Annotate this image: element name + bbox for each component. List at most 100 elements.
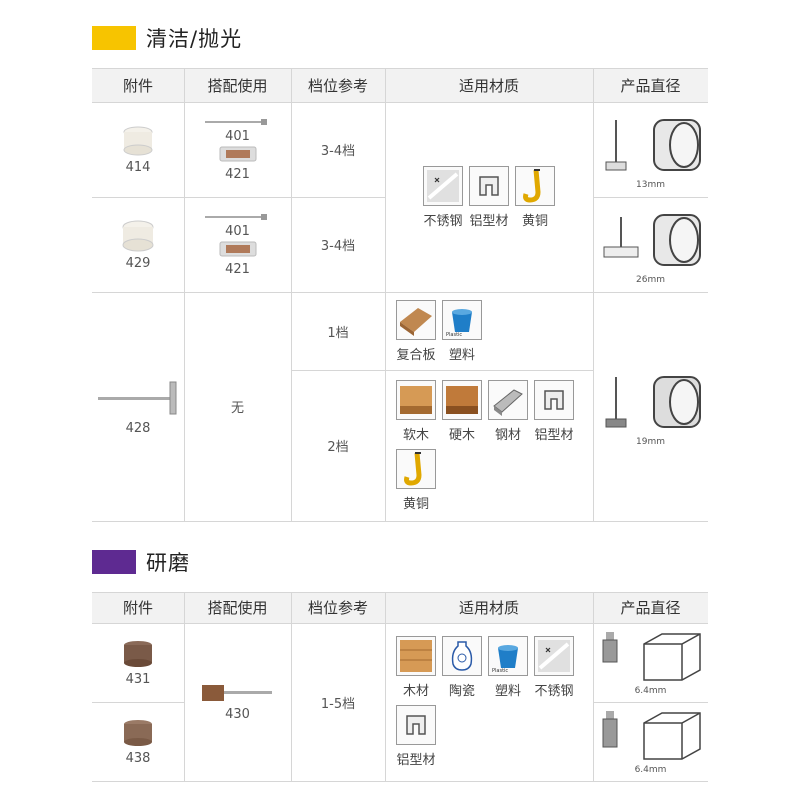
section-header-cleaning: 清洁/抛光: [92, 23, 242, 53]
mandrel-box-icon: [219, 146, 256, 161]
material-label: 不锈钢: [423, 213, 463, 229]
material-plastic-2: Plastic 塑料: [488, 636, 528, 699]
saxophone-icon: [515, 165, 555, 206]
yellow-swatch: [92, 26, 136, 50]
wood-icon: [396, 636, 436, 676]
speed-428-a: 1档: [291, 292, 385, 370]
speed-428-b: 2档: [291, 370, 385, 521]
attachment-429: 429: [92, 197, 184, 292]
aluminum-profile-icon: [469, 165, 509, 206]
attachment-431: 431: [92, 623, 184, 702]
sanding-mandrel-icon: [201, 685, 272, 701]
material-label: 铝型材: [396, 753, 436, 768]
material-label: 铝型材: [534, 427, 574, 443]
speed-value: 3-4档: [320, 144, 356, 159]
header-attachment: 附件: [92, 68, 184, 102]
drum-diameter-diagram: [602, 710, 701, 760]
diameter-label: 19mm: [636, 436, 665, 447]
felt-wheel-icon: [122, 220, 154, 251]
diameter-label: 6.4mm: [634, 764, 667, 775]
plastic-bucket-icon: Plastic: [442, 299, 482, 340]
speed-value: 1档: [327, 325, 349, 341]
material-label: 塑料: [494, 684, 521, 699]
stainless-steel-icon: [534, 636, 574, 676]
materials-428-a: 复合板 Plastic 塑料: [385, 292, 593, 370]
mandrels-414: 401 421: [184, 102, 291, 197]
materials-428-b: 软木 硬木 钢材 铝型材: [385, 370, 593, 521]
speed-429: 3-4档: [291, 197, 385, 292]
attachment-number: 431: [125, 671, 151, 687]
header-material: 适用材质: [385, 592, 593, 623]
diameter-414: 13mm: [593, 102, 708, 197]
purple-swatch: [92, 550, 136, 574]
material-label: 木材: [402, 684, 429, 699]
header-material: 适用材质: [385, 68, 593, 102]
mandrel-430: 430: [184, 623, 291, 781]
material-label: 钢材: [494, 427, 521, 443]
speed-value: 2档: [327, 440, 349, 455]
mandrel-rod-icon: [204, 213, 267, 220]
material-brass: 黄铜: [515, 165, 555, 229]
diameter-label: 6.4mm: [634, 685, 667, 696]
diameter-431: 6.4mm: [593, 623, 708, 702]
materials-grinding: 木材 陶瓷 Plastic 塑料 不锈钢: [385, 623, 593, 781]
speed-414: 3-4档: [291, 102, 385, 197]
material-softwood: 软木: [396, 379, 436, 443]
diameter-428: 19mm: [593, 292, 708, 521]
steel-icon: [488, 379, 528, 420]
material-label: 铝型材: [469, 213, 509, 229]
materials-rows-1-2: 不锈钢 铝型材 黄铜: [385, 102, 593, 292]
wire-brush-icon: [98, 381, 177, 414]
section-title: 清洁/抛光: [146, 27, 243, 51]
section-header-grinding: 研磨: [92, 547, 190, 577]
ceramic-vase-icon: [442, 636, 482, 676]
material-label: 黄铜: [402, 496, 429, 512]
diameter-429: 26mm: [593, 197, 708, 292]
material-composite: 复合板: [396, 299, 436, 363]
header-mandrel: 搭配使用: [184, 68, 291, 102]
sanding-band-icon: [124, 640, 152, 667]
speed-grinding: 1-5档: [291, 623, 385, 781]
attachment-number: 429: [125, 255, 151, 271]
diameter-label: 26mm: [636, 274, 665, 285]
sanding-band-icon: [124, 719, 152, 746]
mandrel-number: 430: [225, 707, 250, 722]
wheel-diameter-diagram: [603, 213, 701, 266]
header-diameter: 产品直径: [593, 68, 708, 102]
attachment-438: 438: [92, 702, 184, 781]
mandrel-rod-icon: [204, 118, 267, 125]
material-label: 陶瓷: [448, 684, 475, 699]
mandrels-429: 401 421: [184, 197, 291, 292]
header-diameter: 产品直径: [593, 592, 708, 623]
attachment-414: 414: [92, 102, 184, 197]
attachment-number: 428: [125, 420, 151, 436]
brush-diameter-diagram: [605, 375, 701, 428]
attachment-number: 438: [125, 750, 151, 766]
attachment-number: 414: [125, 159, 151, 175]
attachment-428: 428: [92, 292, 184, 521]
material-brass-2: 黄铜: [396, 448, 436, 512]
softwood-icon: [396, 379, 436, 420]
speed-value: 3-4档: [320, 239, 356, 254]
material-label: 复合板: [396, 347, 436, 363]
plastic-bucket-icon: Plastic: [488, 636, 528, 676]
material-aluminum-3: 铝型材: [396, 705, 436, 768]
plastic-tag: Plastic: [446, 332, 462, 338]
mandrel-number: 401: [225, 223, 250, 239]
drum-diameter-diagram: [602, 631, 701, 681]
aluminum-profile-icon: [396, 705, 436, 745]
stainless-steel-icon: [423, 165, 463, 206]
material-label: 不锈钢: [534, 684, 574, 699]
material-label: 硬木: [448, 427, 475, 443]
header-speed: 档位参考: [291, 68, 385, 102]
material-aluminum: 铝型材: [469, 165, 509, 229]
felt-wheel-icon: [123, 126, 153, 155]
section-title: 研磨: [146, 551, 190, 575]
material-steel: 钢材: [488, 379, 528, 443]
mandrel-none: 无: [230, 401, 244, 416]
mandrel-box-icon: [219, 241, 256, 256]
composite-board-icon: [396, 299, 436, 340]
material-label: 塑料: [448, 347, 475, 363]
hardwood-icon: [442, 379, 482, 420]
mandrel-number: 401: [225, 128, 250, 144]
